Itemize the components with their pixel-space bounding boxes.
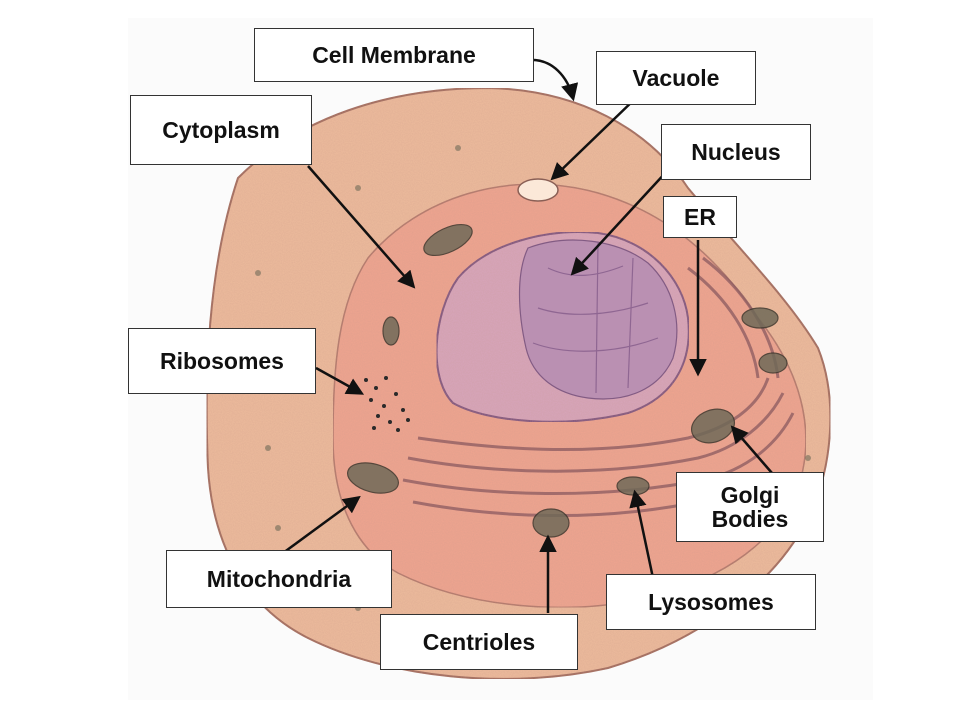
label-cell-membrane-text: Cell Membrane — [312, 41, 476, 68]
ribosome-dots — [364, 376, 410, 432]
label-centrioles: Centrioles — [380, 614, 578, 670]
nucleus-inner — [518, 239, 678, 400]
label-cytoplasm: Cytoplasm — [130, 95, 312, 165]
vacuole-shape — [517, 178, 559, 202]
label-lysosomes-text: Lysosomes — [648, 588, 774, 615]
label-lysosomes: Lysosomes — [606, 574, 816, 630]
label-vacuole: Vacuole — [596, 51, 756, 105]
label-mitochondria: Mitochondria — [166, 550, 392, 608]
nucleus-texture — [532, 242, 659, 394]
label-ribosomes-text: Ribosomes — [160, 347, 284, 374]
label-cell-membrane: Cell Membrane — [254, 28, 534, 82]
label-er-text: ER — [684, 203, 716, 230]
label-nucleus-text: Nucleus — [691, 138, 781, 165]
label-mitochondria-text: Mitochondria — [206, 565, 352, 592]
label-er: ER — [663, 196, 737, 238]
label-golgi-bodies: Golgi Bodies — [676, 472, 824, 542]
label-ribosomes: Ribosomes — [128, 328, 316, 394]
label-vacuole-text: Vacuole — [632, 64, 720, 91]
label-nucleus: Nucleus — [661, 124, 811, 180]
label-centrioles-text: Centrioles — [422, 628, 536, 655]
cell-diagram: Cell Membrane Vacuole Cytoplasm Nucleus … — [128, 18, 873, 700]
label-pointers — [282, 58, 779, 613]
label-golgi-bodies-text: Golgi Bodies — [711, 481, 789, 532]
label-cytoplasm-text: Cytoplasm — [162, 116, 280, 143]
